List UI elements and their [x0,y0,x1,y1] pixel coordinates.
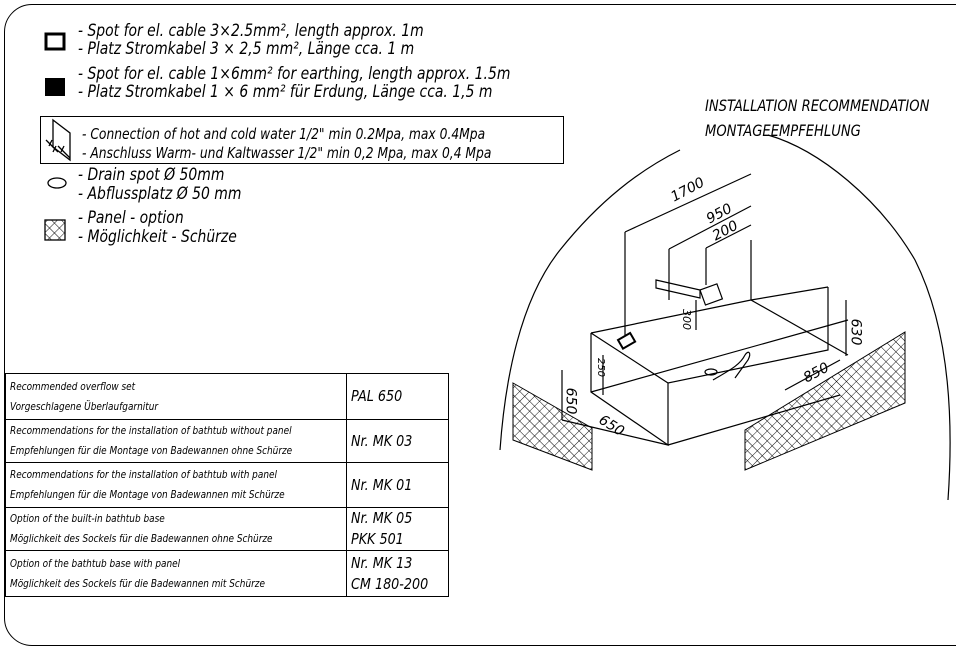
row-code-2: PKK 501 [350,530,404,548]
row-en: Option of the built-in bathtub base [10,513,165,525]
bathtub-box [561,173,849,447]
table-row: Recommendations for the installation of … [5,462,450,508]
row-de: Möglichkeit des Sockels für die Badewann… [10,533,273,545]
legend-drain-de: - Abflussplatz Ø 50 mm [78,184,242,204]
legend-panel-de: - Möglichkeit - Schürze [78,227,237,247]
row-de: Empfehlungen für die Montage von Badewan… [10,489,285,501]
legend-cable-3x25-en: - Spot for el. cable 3×2.5mm², length ap… [78,21,424,41]
heading-de: MONTAGEEMPFEHLUNG [705,121,861,140]
cable-3x25-icon [44,32,66,51]
row-code-2: CM 180-200 [350,574,429,593]
dim-300: 300 [680,309,693,330]
installation-drawing [44,32,951,501]
legend-cable-3x25-de: - Platz Stromkabel 3 × 2,5 mm², Länge cc… [78,39,415,59]
row-en: Recommendations for the installation of … [10,425,292,437]
row-en: Option of the bathtub base with panel [10,557,181,570]
heading-en: INSTALLATION RECOMMENDATION [705,96,930,115]
row-de: Vorgeschlagene Überlaufgarnitur [10,400,159,413]
table-row: Recommendations for the installation of … [5,419,450,463]
row-en: Recommended overflow set [10,380,136,393]
legend-drain-en: - Drain spot Ø 50mm [78,165,225,185]
legend-water-en: - Connection of hot and cold water 1/2" … [82,125,486,143]
row-code: Nr. MK 01 [350,475,413,494]
room-outline [499,134,951,501]
row-de: Möglichkeit des Sockels für die Badewann… [10,577,265,590]
row-code: PAL 650 [350,387,403,405]
legend-water-de: - Anschluss Warm- und Kaltwasser 1/2" mi… [82,144,492,162]
dim-630: 630 [847,318,864,346]
dim-650-height: 650 [562,387,579,415]
panel-icon [44,219,66,241]
water-connection-icon [45,118,71,162]
legend-panel-en: - Panel - option [78,208,184,228]
water-legend-box [40,116,564,164]
row-de: Empfehlungen für die Montage von Badewan… [10,445,293,457]
panel-right [744,331,906,471]
row-code: Nr. MK 03 [350,431,413,450]
legend-cable-1x6-de: - Platz Stromkabel 1 × 6 mm² für Erdung,… [78,82,493,102]
drain-icon [47,177,67,189]
cable-1x6-icon [45,78,65,96]
legend-cable-1x6-en: - Spot for el. cable 1×6mm² for earthing… [78,64,511,84]
row-en: Recommendations for the installation of … [10,469,277,481]
row-code: Nr. MK 13 [350,553,413,572]
row-code: Nr. MK 05 [350,509,413,527]
panel-left [512,382,593,471]
dim-250: 250 [595,357,607,378]
